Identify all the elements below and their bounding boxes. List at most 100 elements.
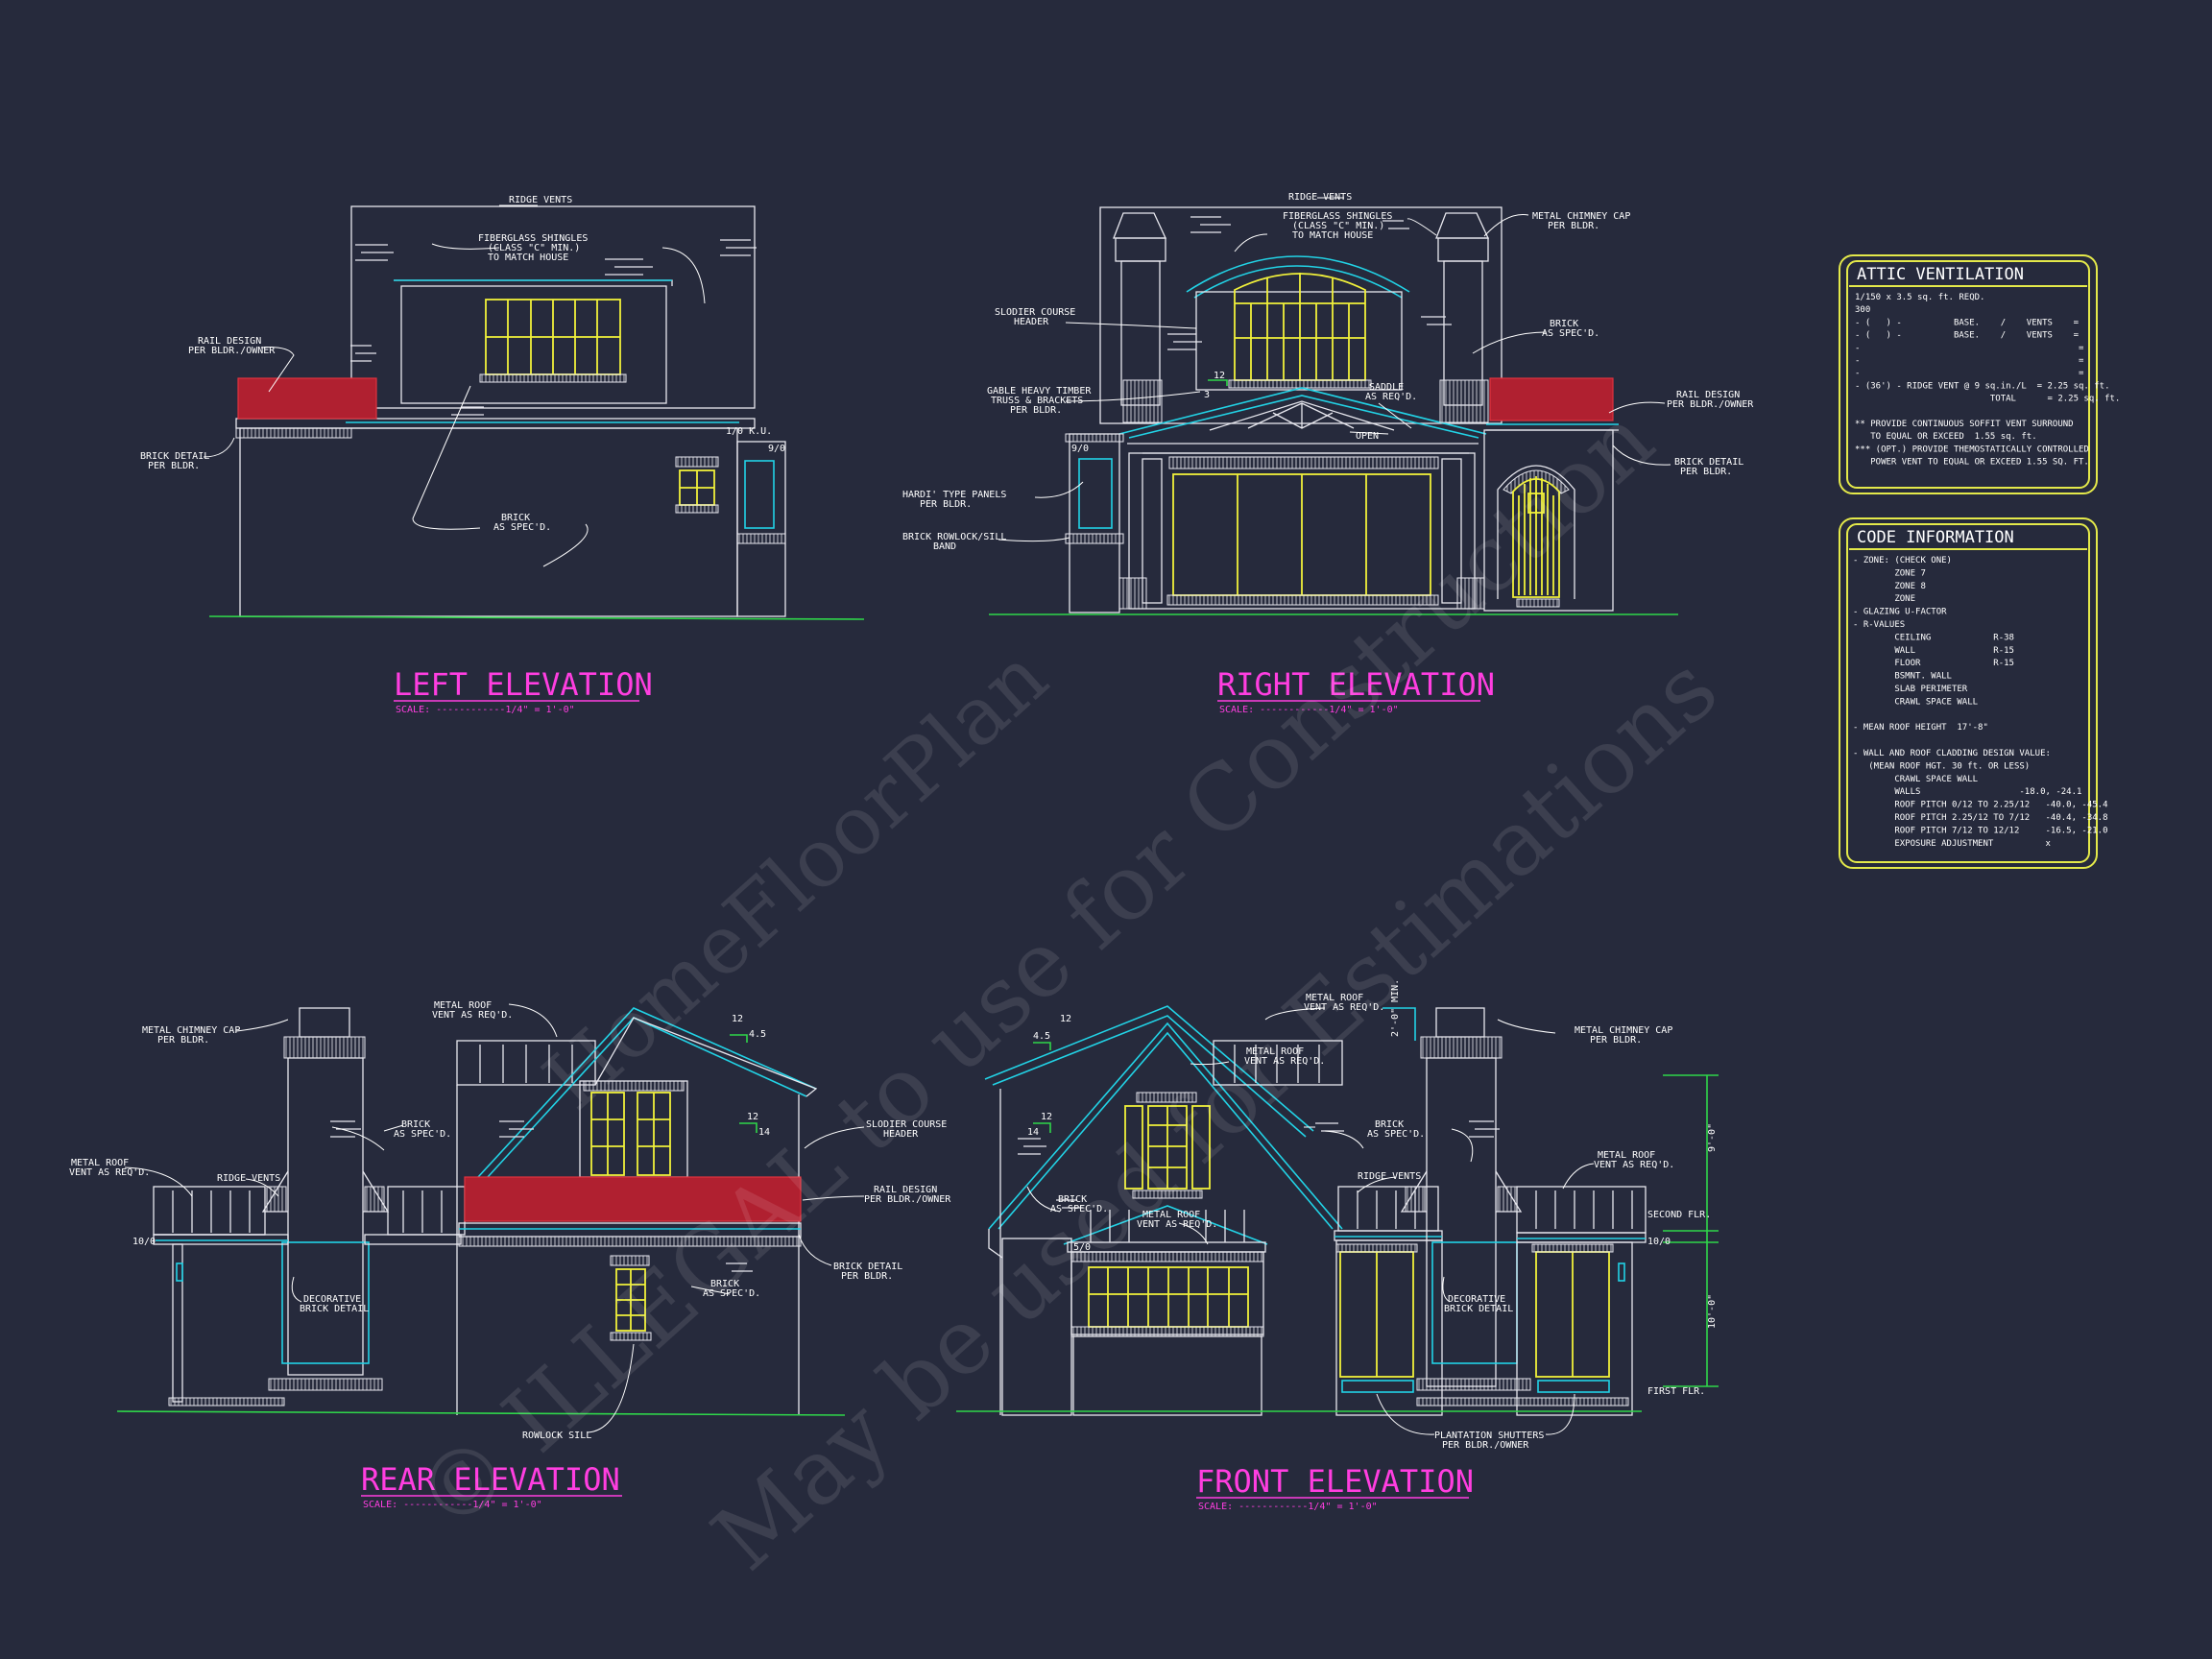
- rear-elevation-scale: SCALE: ------------1/4" = 1'-0": [363, 1500, 542, 1510]
- left-note-brick-detail-2: PER BLDR.: [148, 461, 200, 471]
- right-note-rail-1: RAIL DESIGN: [1676, 390, 1740, 400]
- front-note-brick-b1: BRICK: [1058, 1194, 1087, 1205]
- right-note-gable-2: TRUSS & BRACKETS: [991, 396, 1083, 406]
- code-line: - MEAN ROOF HEIGHT 17'-8": [1853, 723, 1988, 733]
- code-line: WALLS -18.0, -24.1: [1853, 787, 2081, 797]
- code-line: - R-VALUES: [1853, 620, 1905, 630]
- attic-line: 300: [1855, 305, 1870, 315]
- attic-ventilation-lines: 1/150 x 3.5 sq. ft. REQD. 300 - ( ) - BASE…: [1855, 293, 2120, 468]
- code-line: - ZONE: (CHECK ONE): [1853, 556, 1952, 565]
- code-line: CEILING R-38: [1853, 633, 2014, 642]
- right-note-hardi-1: HARDI' TYPE PANELS: [902, 490, 1006, 500]
- rear-note-decorative-1: DECORATIVE: [303, 1294, 361, 1305]
- attic-line: 1/150 x 3.5 sq. ft. REQD.: [1855, 293, 1984, 302]
- right-note-saddle-1: SADDLE: [1369, 382, 1404, 393]
- front-pitch-a-rise: 12: [1060, 1014, 1071, 1024]
- rear-note-chimney-1: METAL CHIMNEY CAP: [142, 1025, 240, 1036]
- rear-note-metal-roof-l1: METAL ROOF: [71, 1158, 129, 1168]
- attic-line: - ( ) - BASE. / VENTS =: [1855, 318, 2080, 327]
- right-note-rail-2: PER BLDR./OWNER: [1667, 399, 1754, 410]
- right-note-chimney-2: PER BLDR.: [1548, 221, 1599, 231]
- front-note-ridge-vents: RIDGE VENTS: [1358, 1171, 1421, 1182]
- front-dim-2: 10/0: [1647, 1237, 1671, 1247]
- rear-pitch-b-run: 14: [758, 1127, 770, 1138]
- front-note-brick-1: BRICK: [1375, 1119, 1404, 1130]
- arched-door: [1497, 465, 1575, 599]
- rear-note-brick-b2: AS SPEC'D.: [703, 1288, 760, 1299]
- left-note-rail-1: RAIL DESIGN: [198, 336, 261, 347]
- rear-note-metal-roof-1: METAL ROOF: [434, 1000, 492, 1011]
- right-note-soldier-2: HEADER: [1014, 317, 1049, 327]
- right-note-shingles-1: FIBERGLASS SHINGLES: [1283, 211, 1392, 222]
- arched-window: [1228, 273, 1372, 389]
- left-note-rail-2: PER BLDR./OWNER: [188, 346, 276, 356]
- left-note-shingles-1: FIBERGLASS SHINGLES: [478, 233, 588, 244]
- front-note-metal-roof-b2: VENT AS REQ'D.: [1244, 1056, 1325, 1067]
- front-note-decorative-1: DECORATIVE: [1448, 1294, 1505, 1305]
- code-line: FLOOR R-15: [1853, 659, 2014, 668]
- front-shutters-right: [1531, 1243, 1614, 1393]
- code-line: WALL R-15: [1853, 646, 2014, 656]
- left-note-ridge-vents: RIDGE VENTS: [509, 195, 572, 205]
- attic-line: POWER VENT TO EQUAL OR EXCEED 1.55 SQ. F…: [1855, 458, 2089, 468]
- left-note-shingles-2: (CLASS "C" MIN.): [488, 243, 580, 253]
- front-dim-1: 5/0: [1073, 1242, 1091, 1253]
- rear-note-chimney-2: PER BLDR.: [157, 1035, 209, 1046]
- front-note-metal-roof-c2: VENT AS REQ'D.: [1137, 1219, 1217, 1230]
- right-note-chimney-1: METAL CHIMNEY CAP: [1532, 211, 1630, 222]
- code-line: - WALL AND ROOF CLADDING DESIGN VALUE:: [1853, 749, 2051, 758]
- rear-note-brick-detail-1: BRICK DETAIL: [833, 1262, 902, 1272]
- code-line: CRAWL SPACE WALL: [1853, 775, 1978, 784]
- attic-ventilation-box: ATTIC VENTILATION 1/150 x 3.5 sq. ft. RE…: [1839, 254, 2120, 494]
- rear-pitch-b-rise: 12: [747, 1112, 758, 1122]
- attic-line: TO EQUAL OR EXCEED 1.55 sq. ft.: [1855, 432, 2037, 442]
- front-dim-c: 2'-0" MIN.: [1390, 979, 1401, 1037]
- front-upper-window: [1124, 1092, 1211, 1199]
- rear-note-soldier-1: SLODIER COURSE: [866, 1119, 947, 1130]
- code-information-box: CODE INFORMATION - ZONE: (CHECK ONE) ZON…: [1839, 517, 2108, 869]
- rear-note-brick-b1: BRICK: [710, 1279, 739, 1289]
- rear-upper-window: [583, 1080, 685, 1176]
- front-pitch-a-run: 4.5: [1033, 1031, 1050, 1042]
- left-elevation-scale: SCALE: ------------1/4" = 1'-0": [396, 705, 575, 715]
- front-note-second-flr: SECOND FLR.: [1647, 1210, 1711, 1220]
- code-line: ZONE 7: [1853, 568, 1926, 578]
- code-line: (MEAN ROOF HGT. 30 ft. OR LESS): [1853, 761, 2030, 771]
- rear-note-metal-roof-2: VENT AS REQ'D.: [432, 1010, 513, 1021]
- front-note-metal-roof-d1: METAL ROOF: [1598, 1150, 1655, 1161]
- code-information-lines: - ZONE: (CHECK ONE) ZONE 7 ZONE 8 ZONE- …: [1853, 556, 2108, 849]
- attic-line: - ( ) - BASE. / VENTS =: [1855, 331, 2080, 341]
- left-dim-1: 1/0 K.U.: [726, 426, 772, 437]
- front-note-first-flr: FIRST FLR.: [1647, 1386, 1705, 1397]
- rear-note-rail-1: RAIL DESIGN: [874, 1185, 937, 1195]
- front-pitch-b-rise: 12: [1041, 1112, 1052, 1122]
- right-note-brick-detail-2: PER BLDR.: [1680, 467, 1732, 477]
- rear-note-rowlock: ROWLOCK SILL: [522, 1431, 591, 1441]
- front-note-decorative-2: BRICK DETAIL: [1444, 1304, 1513, 1314]
- right-pitch-run: 3: [1204, 390, 1210, 400]
- front-elevation-title: FRONT ELEVATION: [1196, 1463, 1474, 1500]
- rear-elevation: METAL CHIMNEY CAP PER BLDR. METAL ROOF V…: [69, 1000, 951, 1510]
- watermark-line-1: © ILLEGAL to use for Construction: [396, 387, 1673, 1552]
- code-line: ROOF PITCH 7/12 TO 12/12 -16.5, -21.0: [1853, 826, 2108, 835]
- code-line: SLAB PERIMETER: [1853, 685, 1968, 694]
- right-note-brick-2: AS SPEC'D.: [1542, 328, 1599, 339]
- rear-note-rail-2: PER BLDR./OWNER: [864, 1194, 951, 1205]
- attic-line: *** (OPT.) PROVIDE THEMOSTATICALLY CONTR…: [1855, 445, 2089, 454]
- rear-note-brick-1: BRICK: [401, 1119, 430, 1130]
- rear-note-metal-roof-l2: VENT AS REQ'D.: [69, 1167, 150, 1178]
- front-shutters-left: [1335, 1243, 1418, 1393]
- attic-line: - (36') - RIDGE VENT @ 9 sq.in./L = 2.25…: [1855, 381, 2110, 391]
- right-note-saddle-2: AS REQ'D.: [1365, 392, 1417, 402]
- front-note-shutters-2: PER BLDR./OWNER: [1442, 1440, 1529, 1451]
- right-note-hardi-2: PER BLDR.: [920, 499, 972, 510]
- right-elevation-title: RIGHT ELEVATION: [1217, 666, 1495, 703]
- left-note-shingles-3: TO MATCH HOUSE: [488, 252, 568, 263]
- rear-note-soldier-2: HEADER: [883, 1129, 919, 1140]
- front-note-brick-b2: AS SPEC'D.: [1050, 1204, 1108, 1214]
- left-elevation-title: LEFT ELEVATION: [394, 666, 653, 703]
- right-note-gable-1: GABLE HEAVY TIMBER: [987, 386, 1092, 397]
- rear-note-decorative-2: BRICK DETAIL: [300, 1304, 369, 1314]
- front-note-chimney-1: METAL CHIMNEY CAP: [1575, 1025, 1672, 1036]
